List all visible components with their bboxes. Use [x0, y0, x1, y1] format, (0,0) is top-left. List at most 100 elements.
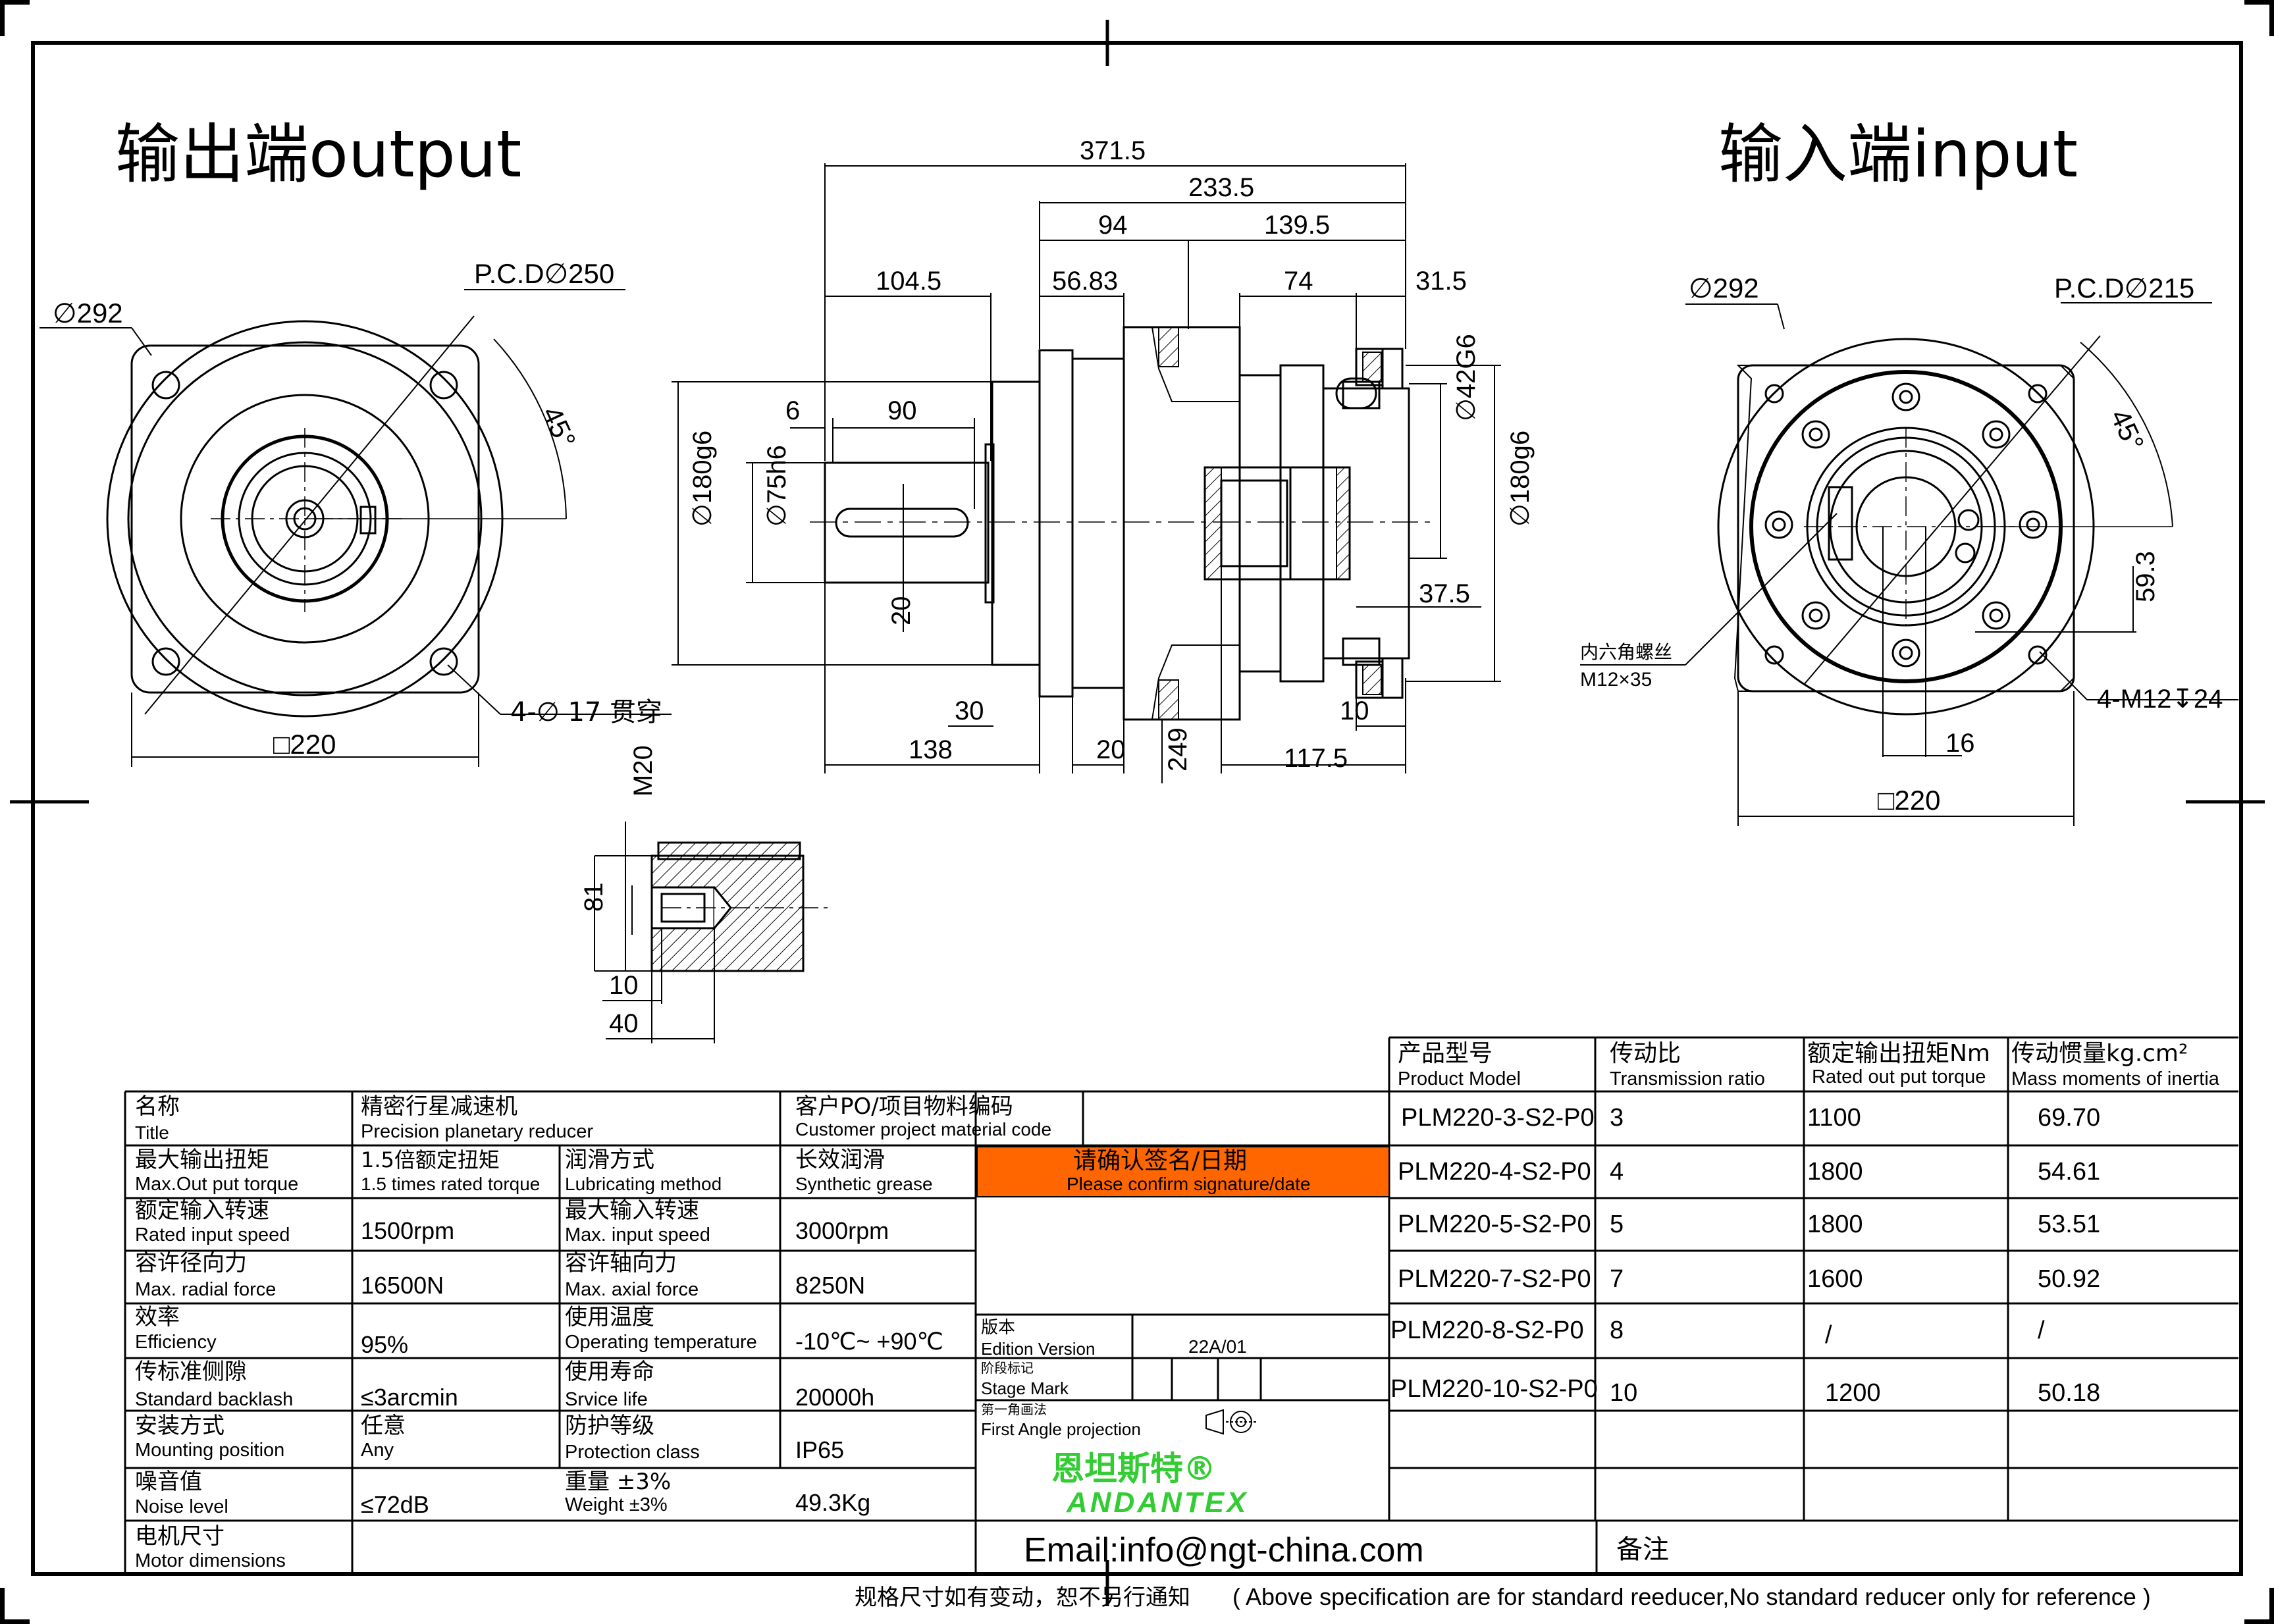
stage-label-en: Stage Mark: [981, 1378, 1069, 1398]
torque-cell: 1800: [1807, 1211, 1863, 1238]
output-heading: 输出端output: [115, 117, 521, 192]
brand-name-cn: 恩坦斯特®: [1051, 1450, 1216, 1488]
inertia-cell: /: [2038, 1317, 2045, 1344]
torque-cell: 1600: [1807, 1265, 1863, 1293]
backlash-label-cn: 传标准侧隙: [135, 1359, 247, 1385]
temp-label-cn: 使用温度: [565, 1304, 654, 1330]
holes-output-label: 4-∅ 17 贯穿: [510, 697, 662, 727]
lube-value-cn: 长效润滑: [795, 1147, 885, 1173]
mount-value-en: Any: [361, 1440, 394, 1461]
noise-label-en: Noise level: [135, 1496, 228, 1517]
prot-label-cn: 防护等级: [565, 1413, 654, 1439]
axial-label-cn: 容许轴向力: [565, 1250, 677, 1276]
ratio-cell: 8: [1610, 1317, 1624, 1344]
title-value-en: Precision planetary reducer: [361, 1121, 593, 1142]
tapped-hole-detail: [594, 822, 830, 1043]
temp-label-en: Operating temperature: [565, 1332, 757, 1353]
title-label-en: Title: [135, 1122, 169, 1143]
prot-value: IP65: [795, 1436, 844, 1463]
maxtorque-value-cn: 1.5倍额定扭矩: [361, 1147, 500, 1172]
version-label-en: Edition Version: [981, 1339, 1095, 1359]
email-text[interactable]: Email:info@ngt-china.com: [1024, 1531, 1424, 1569]
eff-label-cn: 效率: [135, 1304, 180, 1330]
ratio-header-en: Transmission ratio: [1610, 1068, 1765, 1089]
life-label-cn: 使用寿命: [565, 1359, 654, 1385]
title-value-cn: 精密行星减速机: [361, 1093, 517, 1120]
dia292-input-label: ∅292: [1689, 273, 1759, 303]
model-cell: PLM220-10-S2-P0: [1390, 1375, 1598, 1403]
axial-label-en: Max. axial force: [565, 1279, 699, 1300]
backlash-value: ≤3arcmin: [361, 1384, 458, 1411]
dim-40: 40: [609, 1009, 639, 1038]
input-end-view: [1580, 302, 2238, 826]
confirm-signature-cn: 请确认签名/日期: [1073, 1147, 1247, 1174]
model-header-en: Product Model: [1398, 1068, 1521, 1089]
model-cell: PLM220-5-S2-P0: [1398, 1211, 1591, 1238]
dim-dia180-left: ∅180g6: [688, 431, 717, 527]
output-end-view: [40, 289, 672, 767]
table-grid: [124, 1036, 2238, 1574]
dim-30: 30: [955, 696, 984, 725]
model-table-rows: PLM220-3-S2-P0 3 1100 69.70 PLM220-4-S2-…: [1390, 1104, 2100, 1407]
side-dimension-lines: [672, 163, 1501, 783]
dim-233-5: 233.5: [1188, 173, 1254, 202]
model-cell: PLM220-3-S2-P0: [1401, 1104, 1595, 1132]
inertia-cell: 50.18: [2038, 1379, 2100, 1407]
confirm-signature-cell[interactable]: [976, 1146, 1390, 1197]
dim-dia180-right: ∅180g6: [1506, 431, 1535, 527]
ratio-cell: 3: [1610, 1104, 1624, 1132]
maxspeed-label-en: Max. input speed: [565, 1224, 710, 1245]
dim-74: 74: [1284, 267, 1313, 296]
lube-value-en: Synthetic grease: [795, 1174, 933, 1194]
ratio-cell: 4: [1610, 1158, 1624, 1186]
dim-16: 16: [1945, 729, 1975, 758]
dim-104-5: 104.5: [876, 267, 941, 296]
maxtorque-label-en: Max.Out put torque: [135, 1174, 298, 1195]
eff-value: 95%: [361, 1331, 408, 1358]
customer-label-cn: 客户PO/项目物料编码: [795, 1093, 1013, 1120]
maxtorque-value-en: 1.5 times rated torque: [361, 1174, 540, 1194]
dim-m20: M20: [629, 745, 658, 797]
screw-label: 内六角螺丝: [1580, 641, 1672, 663]
motor-label-en: Motor dimensions: [135, 1550, 286, 1571]
model-cell: PLM220-4-S2-P0: [1398, 1158, 1591, 1186]
dim-dia75: ∅75h6: [762, 445, 791, 527]
weight-label-cn: 重量 ±3%: [565, 1469, 671, 1495]
maxspeed-label-cn: 最大输入转速: [565, 1197, 699, 1224]
radial-value: 16500N: [361, 1272, 444, 1299]
dim-138: 138: [909, 735, 953, 764]
torque-header-cn: 额定输出扭矩Nm: [1807, 1040, 1990, 1067]
remark-label: 备注: [1616, 1534, 1669, 1565]
ratio-header-cn: 传动比: [1610, 1040, 1681, 1067]
model-table-header: 产品型号 Product Model 传动比 Transmission rati…: [1398, 1040, 2220, 1089]
spec-table: 名称 Title 精密行星减速机 Precision planetary red…: [135, 1093, 1247, 1571]
dim-dia42: ∅42G6: [1452, 334, 1481, 421]
torque-cell: 1800: [1807, 1158, 1863, 1186]
dim-81: 81: [579, 883, 608, 912]
temp-value: -10℃~ +90℃: [795, 1328, 943, 1355]
dim-20: 20: [1096, 735, 1126, 764]
model-cell: PLM220-7-S2-P0: [1398, 1265, 1591, 1293]
mount-label-cn: 安装方式: [135, 1413, 225, 1439]
ratedspeed-label-cn: 额定输入转速: [135, 1197, 269, 1224]
dim-56-83: 56.83: [1052, 267, 1118, 296]
ratedspeed-label-en: Rated input speed: [135, 1224, 290, 1245]
ratio-cell: 10: [1610, 1379, 1637, 1407]
life-value: 20000h: [795, 1384, 874, 1411]
footer-note-en: ( Above specification are for standard r…: [1232, 1583, 2151, 1610]
dia292-output-label: ∅292: [53, 298, 123, 328]
ratedspeed-value: 1500rpm: [361, 1217, 454, 1244]
angle-output-label: 45°: [536, 402, 581, 452]
brand-name-en: ANDANTEX: [1066, 1486, 1248, 1519]
dim-117-5: 117.5: [1284, 744, 1348, 773]
inertia-header-cn: 传动惯量kg.cm²: [2011, 1040, 2188, 1067]
dim-10: 10: [1340, 696, 1369, 725]
title-label-cn: 名称: [135, 1093, 180, 1120]
dim-249: 249: [1163, 727, 1192, 772]
proj-label-en: First Angle projection: [981, 1419, 1141, 1439]
ratio-cell: 7: [1610, 1265, 1624, 1293]
inertia-cell: 54.61: [2038, 1158, 2100, 1186]
life-label-en: Srvice life: [565, 1389, 648, 1410]
noise-label-cn: 噪音值: [135, 1469, 202, 1495]
